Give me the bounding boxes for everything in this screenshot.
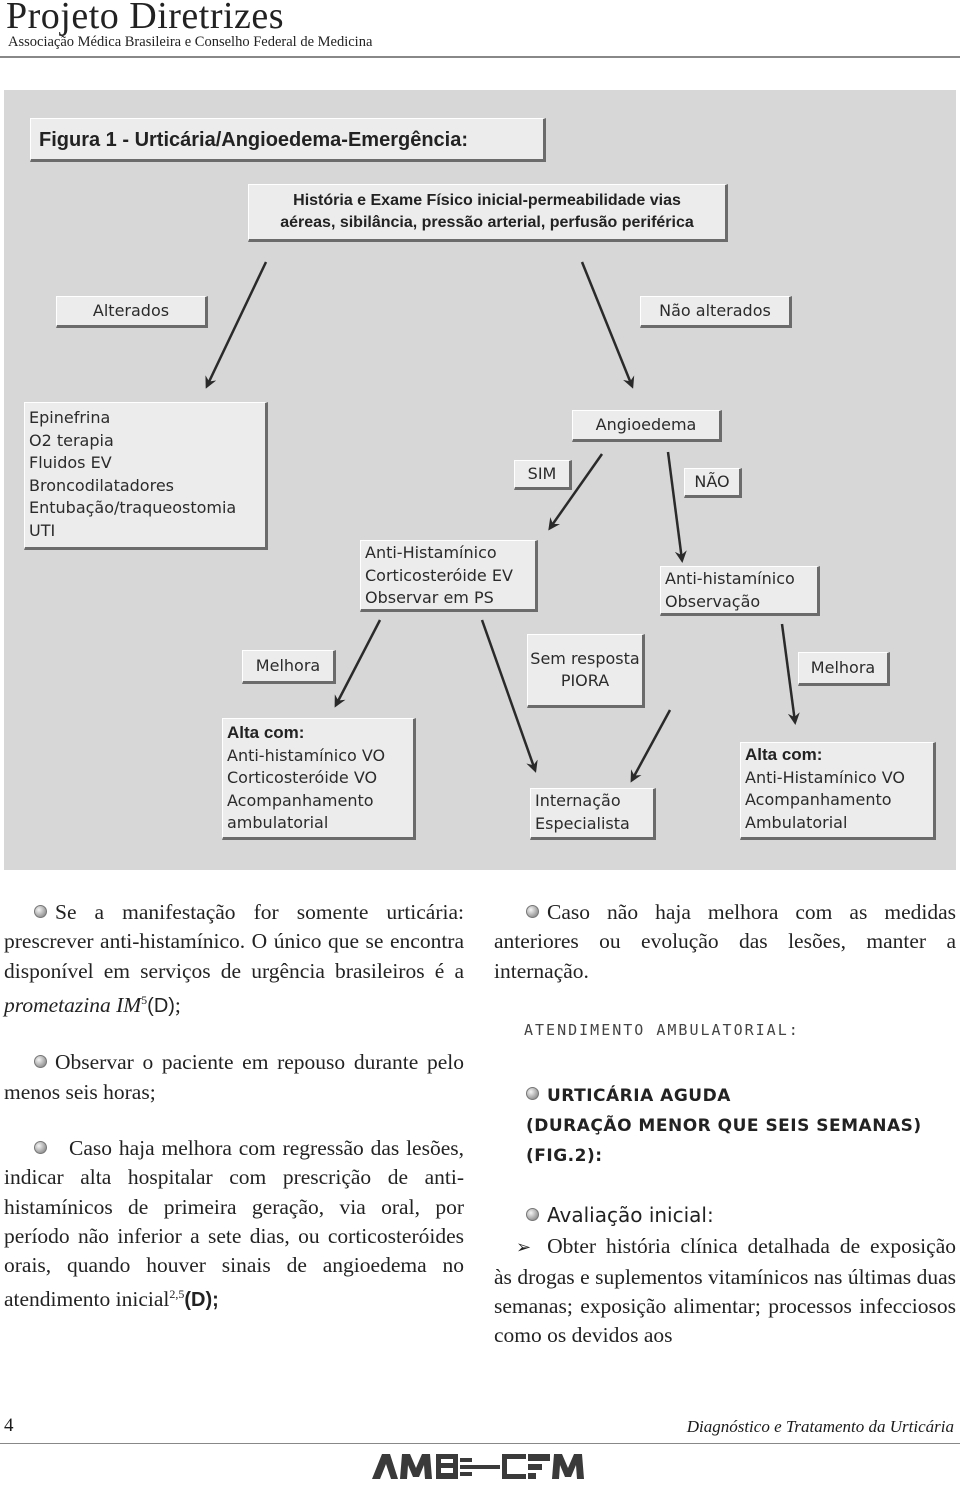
alterados-box: Alterados [56,296,208,328]
o2-terapia-line: O2 terapia [29,430,114,450]
alta-right-line-1: Anti-Histamínico VO [745,767,906,787]
anti-ev-line-1: Anti-Histamínico [365,543,497,562]
fluidos-line: Fluidos EV [29,453,112,472]
paragraph-urticaria-only: Se a manifestação for somente urticária:… [4,898,464,1021]
footer-title: Diagnóstico e Tratamento da Urticária [686,1417,954,1436]
sem-resposta-line: Sem resposta [530,648,640,668]
melhora-left-box: Melhora [242,650,336,684]
para-2-text: Observar o paciente em repouso durante p… [4,1050,464,1104]
anti-histaminico-ev-box: Anti-Histamínico Corticosteróide EV Obse… [360,540,538,612]
paragraph-sem-melhora: Caso não haja melhora com as medidas ant… [494,898,956,986]
sim-box: SIM [514,460,572,490]
bullet-icon [526,1208,539,1222]
arrowhead-bullet-icon: ➢ [516,1237,532,1259]
subhead-urticaria-aguda: URTICÁRIA AGUDA [547,1086,731,1107]
amb-cfm-logo [372,1454,584,1479]
arrow-to-melhora-right [780,623,800,725]
anti-obs-line-1: Anti-histamínico [665,569,795,588]
alta-left-line-2: Corticosteróide VO [227,768,378,787]
document-title: Projeto Diretrizes [6,0,285,37]
uti-line: UTI [29,520,56,540]
alta-right-box: Alta com: Anti-Histamínico VO Acompanham… [740,742,936,840]
anti-ev-line-3: Observar em PS [365,588,494,607]
arrow-to-alta-left [334,619,382,708]
alta-left-line-3: Acompanhamento [227,790,374,810]
bullet-icon [526,905,539,918]
para-3-text: Caso haja melhora com regressão das lesõ… [4,1135,464,1312]
paragraph-melhora: Caso haja melhora com regressão das lesõ… [4,1134,464,1316]
paragraph-historia: ➢Obter história clínica detalhada de exp… [494,1232,956,1350]
alta-left-box: Alta com: Anti-histamínico VO Corticoste… [222,718,416,840]
paragraph-observar: Observar o paciente em repouso durante p… [4,1048,464,1107]
history-exam-line-1: História e Exame Físico inicial-permeabi… [293,192,681,209]
bullet-icon [34,1140,47,1154]
ref-sup-1: 5 [141,992,148,1007]
alta-right-line-2: Acompanhamento [745,790,892,809]
piora-line: PIORA [560,671,610,690]
page-number: 4 [4,1415,14,1436]
entubacao-line: Entubação/traqueostomia [29,498,237,517]
grade-2: (D); [184,1289,219,1312]
alta-right-line-3: Ambulatorial [745,812,848,832]
especialista-line: Especialista [535,813,630,833]
arrow-to-internacao [480,619,538,773]
footer-divider [0,1443,960,1444]
bullet-icon [526,1087,539,1101]
alta-left-title: Alta com: [227,723,305,742]
subhead-duracao: (DURAÇÃO MENOR QUE SEIS SEMANAS) [526,1116,922,1137]
right-para-1-text: Caso não haja melhora com as medidas ant… [494,900,956,983]
arrow-nao [666,451,687,563]
arrow-piora [630,709,672,783]
nao-box: NÃO [684,468,742,498]
arrow-to-angioedema [580,261,635,389]
right-column: Caso não haja melhora com as medidas ant… [494,898,956,1351]
anti-obs-line-2: Observação [665,591,761,611]
ref-sup-2: 2,5 [169,1287,185,1302]
figure-title: Figura 1 - Urticária/Angioedema-Emergênc… [30,118,546,162]
melhora-right-box: Melhora [798,652,890,686]
alta-right-title: Alta com: [745,745,823,764]
internacao-box: Internação Especialista [530,788,656,840]
angioedema-box: Angioedema [572,410,722,442]
avaliacao-heading: Avaliação inicial: [526,1201,956,1230]
bullet-icon [34,905,47,918]
nao-alterados-box: Não alterados [640,296,792,328]
alta-left-line-1: Anti-histamínico VO [227,745,386,765]
broncodilatadores-line: Broncodilatadores [29,475,174,495]
epinefrina-line: Epinefrina [29,408,111,427]
internacao-line: Internação [535,791,621,810]
left-column: Se a manifestação for somente urticária:… [4,898,464,1316]
history-exam-line-2: aéreas, sibilância, pressão arterial, pe… [280,214,694,231]
arrow-to-epinefrina [205,261,268,389]
section-heading: ATENDIMENTO AMBULATORIAL: [524,1020,800,1039]
flowchart-arrows [205,261,800,783]
anti-ev-line-2: Corticosteróide EV [365,565,513,585]
header-divider [0,56,960,58]
bullet-icon [34,1055,47,1069]
subhead-fig: (FIG.2): [526,1146,603,1167]
history-exam-box: História e Exame Físico inicial-permeabi… [248,184,728,242]
document-subtitle: Associação Médica Brasileira e Conselho … [8,34,373,50]
sem-resposta-box: Sem resposta PIORA [527,634,645,708]
avaliacao-inicial: Avaliação inicial: [547,1203,714,1228]
arrow-sim [548,453,604,531]
para-1-text: Se a manifestação for somente urticária:… [4,900,464,983]
epinefrina-box: Epinefrina O2 terapia Fluidos EV Broncod… [24,402,268,550]
right-para-2-text: Obter história clínica detalhada de expo… [494,1234,956,1348]
prometazina-italic: prometazina IM [4,993,142,1018]
grade-1: (D) [147,995,175,1018]
anti-histaminico-obs-box: Anti-histamínico Observação [660,566,820,616]
alta-left-line-4: ambulatorial [227,813,329,832]
urticaria-aguda-heading: URTICÁRIA AGUDA [526,1079,956,1111]
para-1-end: ; [174,993,181,1018]
